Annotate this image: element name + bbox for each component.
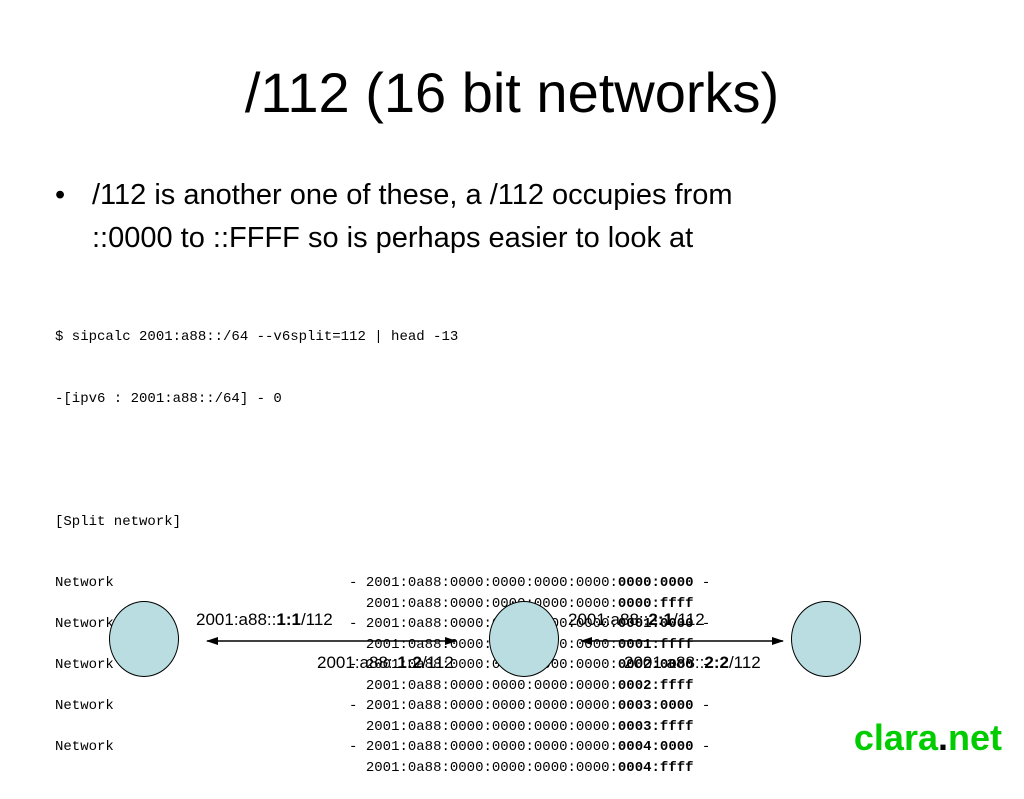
network-row-start: Network - 2001:0a88:0000:0000:0000:0000:…: [55, 657, 711, 673]
network-label: Network: [55, 739, 114, 755]
claranet-logo: clara.net: [853, 717, 1002, 758]
link2-bottom-address: 2001:a88::2:2/112: [624, 653, 761, 672]
network-row-start: Network - 2001:0a88:0000:0000:0000:0000:…: [55, 698, 711, 714]
network-row-end: 2001:0a88:0000:0000:0000:0000:0003:ffff: [365, 718, 694, 735]
command-line: $ sipcalc 2001:a88::/64 --v6split=112 | …: [55, 329, 459, 345]
output-header: -[ipv6 : 2001:a88::/64] - 0: [55, 390, 282, 407]
network-label: Network: [55, 616, 114, 632]
network-row-start: Network - 2001:0a88:0000:0000:0000:0000:…: [55, 739, 711, 755]
network-label: Network: [55, 698, 114, 714]
bullet-symbol: •: [55, 179, 66, 211]
network-row-end: 2001:0a88:0000:0000:0000:0000:0002:ffff: [365, 677, 694, 694]
network-label: Network: [55, 575, 114, 591]
network-row-start: Network - 2001:0a88:0000:0000:0000:0000:…: [55, 575, 711, 591]
network-label: Network: [55, 657, 114, 673]
blank-line: [55, 450, 710, 471]
bullet-line-1: /112 is another one of these, a /112 occ…: [92, 179, 733, 211]
router-node-3: [791, 601, 861, 677]
router-node-2: [489, 601, 559, 677]
terminal-output: $ sipcalc 2001:a88::/64 --v6split=112 | …: [55, 286, 710, 799]
bullet-text: /112 is another one of these, a /112 occ…: [92, 174, 892, 260]
split-network-label: [Split network]: [55, 513, 182, 530]
link-arrows: [206, 637, 784, 645]
bullet-line-2: ::0000 to ::FFFF so is perhaps easier to…: [92, 222, 694, 254]
network-diagram: 2001:a88::1:1/112 2001:a88::1:2/112 2001…: [0, 596, 1024, 696]
router-node-1: [109, 601, 179, 677]
link1-top-address: 2001:a88::1:1/112: [196, 610, 333, 629]
slide-title: /112 (16 bit networks): [244, 61, 780, 124]
link2-top-address: 2001:a88::2:1/112: [568, 610, 705, 629]
network-row-end: 2001:0a88:0000:0000:0000:0000:0000:ffff: [365, 595, 694, 612]
link1-bottom-address: 2001:a88::1:2/112: [317, 653, 454, 672]
